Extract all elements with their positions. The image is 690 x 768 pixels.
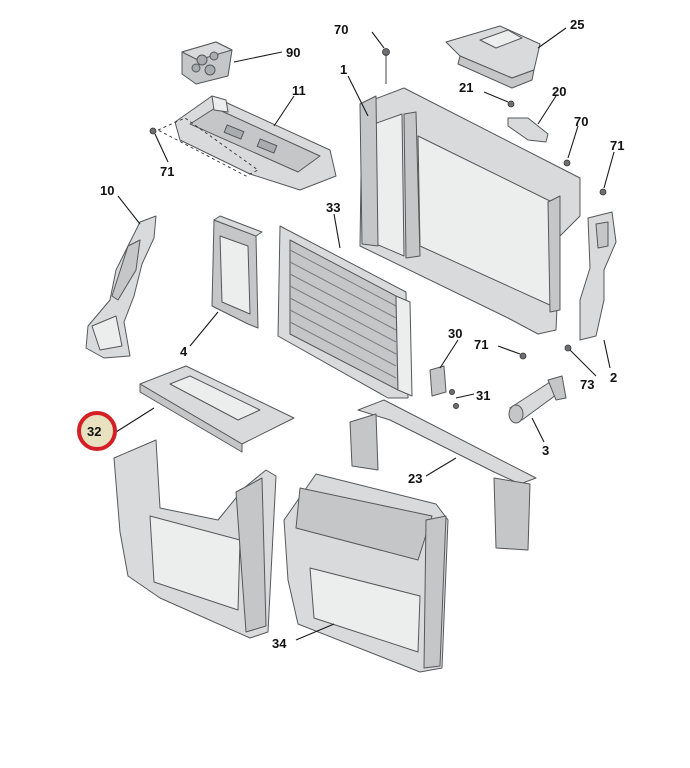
bolt-21: [507, 100, 515, 108]
bolt-71-upper: [149, 127, 157, 135]
part-33-radiator[interactable]: [277, 225, 413, 399]
callout-11: 11: [292, 83, 306, 98]
part-31-screws: [448, 388, 459, 409]
bolt-71-lower: [519, 352, 527, 360]
callout-21: 21: [459, 80, 473, 95]
bolt-73: [564, 344, 572, 352]
callout-10: 10: [100, 183, 114, 198]
part-34-right-lower-frame[interactable]: [283, 473, 449, 673]
part-11-upper-deflector[interactable]: [156, 95, 337, 191]
part-10-left-deflector[interactable]: [85, 215, 157, 359]
part-23-lower-beam[interactable]: [349, 399, 537, 551]
callout-23: 23: [408, 471, 422, 486]
callout-31: 31: [476, 388, 490, 403]
bolt-72: [599, 188, 607, 196]
callout-25: 25: [570, 17, 584, 32]
callout-33: 33: [326, 200, 340, 215]
callout-90: 90: [286, 45, 300, 60]
callout-20: 20: [552, 84, 566, 99]
part-left-lower-frame[interactable]: [113, 439, 277, 639]
callout-73: 73: [580, 377, 594, 392]
callout-32-highlight[interactable]: 32: [77, 411, 117, 451]
part-30-sensor[interactable]: [429, 365, 447, 397]
part-90-clip-box[interactable]: [181, 41, 233, 85]
callout-72: 71: [610, 138, 624, 153]
callout-32: 32: [87, 424, 101, 439]
callout-30: 30: [448, 326, 462, 341]
leader-lines: [115, 27, 615, 641]
bolt-70-right: [563, 159, 571, 167]
callout-4: 4: [180, 344, 188, 359]
callout-70a: 70: [334, 22, 348, 37]
part-4-side-baffle[interactable]: [211, 215, 263, 329]
callout-1: 1: [340, 62, 347, 77]
part-2-right-bracket[interactable]: [579, 211, 617, 341]
callout-71a: 71: [160, 164, 174, 179]
callout-71b: 71: [474, 337, 488, 352]
callout-3: 3: [542, 443, 549, 458]
callout-70b: 70: [574, 114, 588, 129]
part-3-pipe[interactable]: [508, 375, 567, 424]
part-32-shield-plate[interactable]: [139, 365, 295, 453]
part-25-reservoir[interactable]: [445, 25, 541, 89]
part-20-bracket[interactable]: [507, 117, 549, 143]
callout-34: 34: [272, 636, 287, 651]
part-1-front-carrier[interactable]: [359, 87, 581, 335]
callout-2: 2: [610, 370, 617, 385]
